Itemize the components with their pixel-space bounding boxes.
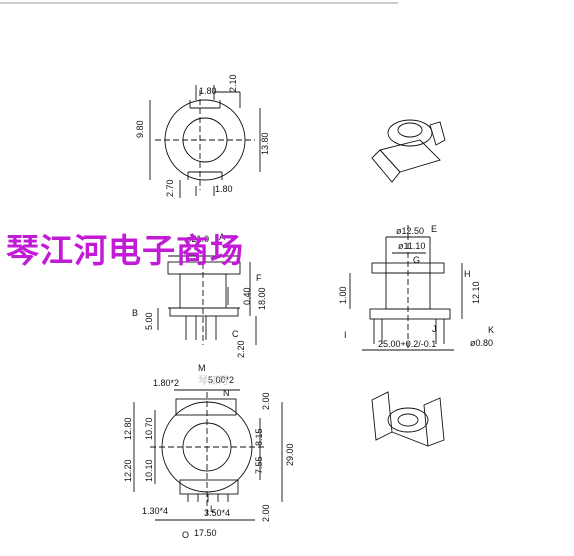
profile-view [349,225,463,351]
perspective-sketch-top [371,119,446,183]
dim-side-pin-offset: 5.00 [144,312,154,330]
dim-bottom-top-offset: 2.00 [261,392,271,410]
dim-bottom-pin-offset: 2.00 [261,504,271,522]
dim-profile-height: 12.10 [471,281,481,304]
dim-top-width: 1.80 [199,86,217,96]
marker-j: J [432,324,437,334]
dim-bottom-lower-half: 12.20 [123,459,133,482]
top-view-labels: 1.80 2.10 9.80 13.80 2.70 1.80 [135,74,270,197]
side-view [157,245,257,345]
dim-bottom-total: 29.00 [285,443,295,466]
marker-o: O [182,530,189,540]
dim-bottom-pin-pitch: 3.50*4 [204,508,230,518]
marker-k: K [488,325,494,335]
marker-b: B [132,308,138,318]
marker-f: F [256,273,262,283]
dim-profile-span: 25.00+0.2/-0.1 [378,339,436,349]
dim-top-bottom-gap: 2.70 [165,179,175,197]
perspective-sketch-bottom [371,391,445,447]
top-view [149,85,261,198]
dim-bottom-tab-width: 1.80*2 [153,378,179,388]
dim-profile-outer-dia: ø12.50 [396,226,424,236]
dim-top-gap: 2.10 [228,74,238,92]
marker-l: L [210,504,215,514]
dim-top-half-height: 9.80 [135,120,145,138]
dim-bottom-pin-span: 17.50 [194,528,217,538]
dim-profile-flange: 1.00 [338,286,348,304]
marker-m: M [198,363,206,373]
dim-side-pin-length: 2.20 [236,340,246,358]
dim-profile-inner-dia: ø11.10 [398,241,425,251]
bottom-view [133,389,283,521]
marker-c: C [232,329,239,339]
marker-n: N [223,388,230,398]
dim-profile-pin-dia: ø0.80 [470,338,493,348]
dim-bottom-lower-inner: 10.10 [144,459,154,482]
dim-side-diameter: ø21.0 [186,234,209,244]
marker-a: A [219,232,225,242]
marker-g: G [413,255,420,265]
dim-bottom-tab-spacing: 5.00*2 [208,375,234,385]
dim-side-thickness: 0.40 [242,287,252,305]
marker-h: H [464,269,471,279]
bottom-view-labels: 1.80*2 5.00*2 2.00 12.80 10.70 8.15 29.0… [123,363,295,540]
dim-side-height: 18.00 [257,287,267,310]
side-view-labels: ø21.0 0.40 18.00 5.00 2.20 A F B C [132,232,267,358]
faint-watermark: 琴江河 [198,376,228,387]
store-watermark: 琴江河电子商场 [6,231,244,270]
dim-top-bottom-width: 1.80 [215,184,233,194]
dim-bottom-upper-core: 8.15 [254,428,264,446]
marker-i: I [344,330,347,340]
dim-bottom-lower-core: 7.55 [254,456,264,474]
dim-bottom-pin-width: 1.30*4 [142,506,168,516]
marker-e: E [431,224,437,234]
profile-view-labels: ø12.50 ø11.10 1.00 12.10 25.00+0.2/-0.1 … [338,224,494,349]
dim-bottom-upper-inner: 10.70 [144,417,154,440]
dim-bottom-upper-half: 12.80 [123,417,133,440]
dim-top-height: 13.80 [260,132,270,155]
